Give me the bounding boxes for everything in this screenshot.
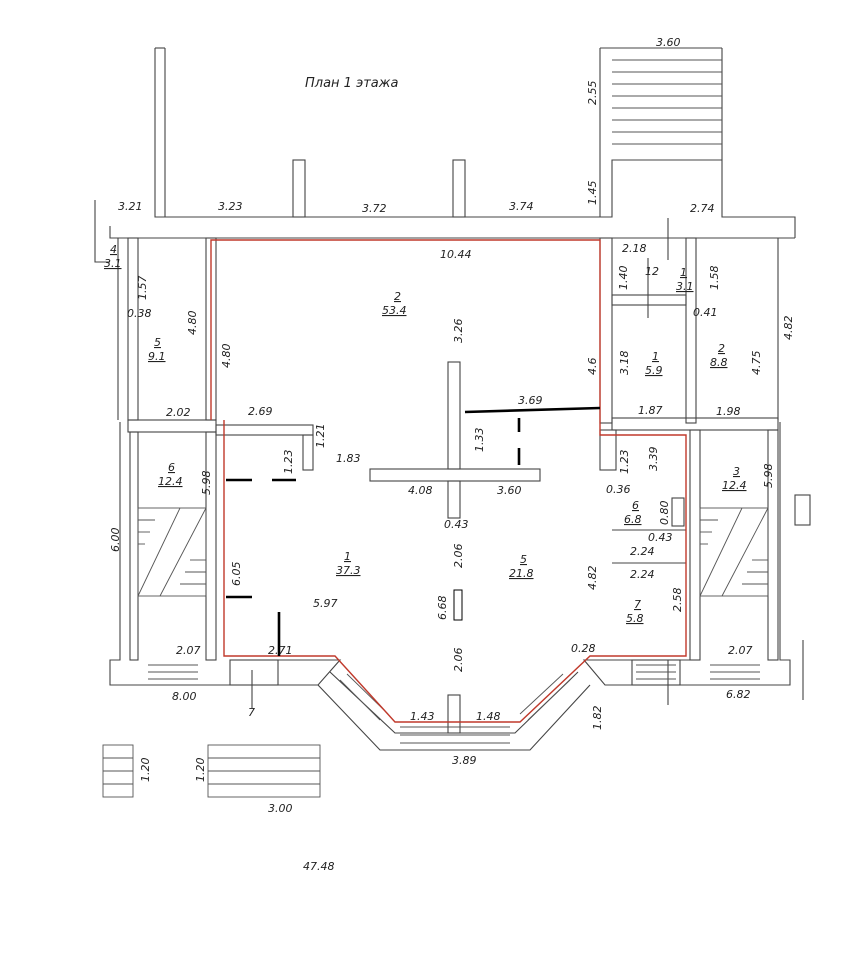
dimension: 47.48: [303, 860, 335, 873]
dimension: 4.82: [782, 316, 795, 341]
dimension: 6.68: [436, 596, 449, 621]
dimension: 2.55: [586, 81, 599, 106]
room-number: 12: [645, 265, 659, 278]
room-area: 12.4: [722, 479, 747, 492]
room-area: 9.1: [148, 350, 166, 363]
dimension: 1.87: [638, 404, 663, 417]
dimension: 10.44: [440, 248, 472, 261]
dimension: 1.21: [314, 424, 327, 449]
dimension: 3.60: [497, 484, 522, 497]
room-number: 1: [680, 266, 687, 279]
dimension: 0.38: [127, 307, 152, 320]
dimension: 3.72: [362, 202, 387, 215]
dimension: 1.23: [282, 450, 295, 475]
dimension: 1.20: [194, 758, 207, 783]
dimension: 2.07: [728, 644, 753, 657]
dimension: 3.39: [647, 447, 660, 472]
room-area: 37.3: [336, 564, 361, 577]
dimension: 3.21: [118, 200, 143, 213]
dimension: 2.18: [622, 242, 647, 255]
dimension: 1.82: [591, 706, 604, 731]
room-number: 1: [344, 550, 351, 563]
dimension: 2.24: [630, 568, 655, 581]
room-area: 6.8: [624, 513, 642, 526]
dimension: 3.60: [656, 36, 681, 49]
dimension: 0.80: [658, 501, 671, 526]
dimension: 2.06: [452, 648, 465, 673]
room-area: 21.8: [509, 567, 534, 580]
dimension: 1.98: [716, 405, 741, 418]
dimension: 3.18: [618, 351, 631, 376]
room-number: 1: [652, 350, 659, 363]
dimension: 2.69: [248, 405, 273, 418]
plan-title: План 1 этажа: [305, 76, 398, 91]
room-area: 5.8: [626, 612, 644, 625]
dimension: 2.58: [671, 588, 684, 613]
dimension: 1.23: [618, 450, 631, 475]
dimension: 2.24: [630, 545, 655, 558]
dimension: 5.98: [762, 464, 775, 489]
room-number: 5: [520, 553, 527, 566]
highlighted-area: [210, 239, 687, 723]
room-number: 4: [110, 243, 117, 256]
room-area: 3.1: [104, 257, 122, 270]
dimension: 3.74: [509, 200, 534, 213]
dimension: 4.08: [408, 484, 433, 497]
dimension: 2.71: [268, 644, 293, 657]
dimension: 1.58: [708, 266, 721, 291]
room-area: 8.8: [710, 356, 728, 369]
dimension: 1.48: [476, 710, 501, 723]
dimension: 5.97: [313, 597, 338, 610]
room-number: 3: [733, 465, 740, 478]
dimension: 0.43: [648, 531, 673, 544]
dimension: 1.45: [586, 181, 599, 206]
dimension: 3.26: [452, 319, 465, 344]
dimension: 2.07: [176, 644, 201, 657]
dimension: 3.00: [268, 802, 293, 815]
dimension: 1.57: [136, 276, 149, 301]
outer-walls: [94, 47, 811, 751]
dimension: 0.36: [606, 483, 631, 496]
room-labels: 2 53.4 1 37.3 5 21.8 5 9.1 4 3.1 6 12.4 …: [104, 243, 747, 719]
dimension: 3.89: [452, 754, 477, 767]
dimension: 4.80: [220, 344, 233, 369]
room-number: 2: [394, 290, 401, 303]
dimension: 6.82: [726, 688, 751, 701]
dimension: 2.74: [690, 202, 715, 215]
dimension: 6.05: [230, 562, 243, 587]
dimension: 4.75: [750, 351, 763, 376]
partitions: [226, 406, 601, 656]
dimension: 4.6: [586, 358, 599, 376]
room-number: 6: [168, 461, 175, 474]
dimension: 1.33: [473, 428, 486, 453]
dimension: 4.82: [586, 566, 599, 591]
dimension: 8.00: [172, 690, 197, 703]
dimension: 1.43: [410, 710, 435, 723]
dimension: 0.28: [571, 642, 596, 655]
room-area: 5.9: [645, 364, 663, 377]
dimension: 6.00: [109, 528, 122, 553]
dimension: 3.69: [518, 394, 543, 407]
dimension: 2.02: [166, 406, 191, 419]
room-number: 6: [632, 499, 639, 512]
dimension: 0.41: [693, 306, 718, 319]
entrance-label: 7: [248, 706, 255, 719]
room-number: 2: [718, 342, 725, 355]
dimension: 4.80: [186, 311, 199, 336]
dimension-labels: 3.60 2.55 1.45 2.74 3.21 3.23 3.72 3.74 …: [109, 36, 795, 873]
dimension: 1.20: [139, 758, 152, 783]
dimension: 1.83: [336, 452, 361, 465]
dimension: 5.98: [200, 471, 213, 496]
room-area: 12.4: [158, 475, 183, 488]
dimension: 3.23: [218, 200, 243, 213]
room-number: 7: [634, 598, 641, 611]
dimension: 0.43: [444, 518, 469, 531]
dimension: 1.40: [617, 266, 630, 291]
room-number: 5: [154, 336, 161, 349]
room-area: 3.1: [676, 280, 694, 293]
dimension: 2.06: [452, 544, 465, 569]
room-area: 53.4: [382, 304, 407, 317]
